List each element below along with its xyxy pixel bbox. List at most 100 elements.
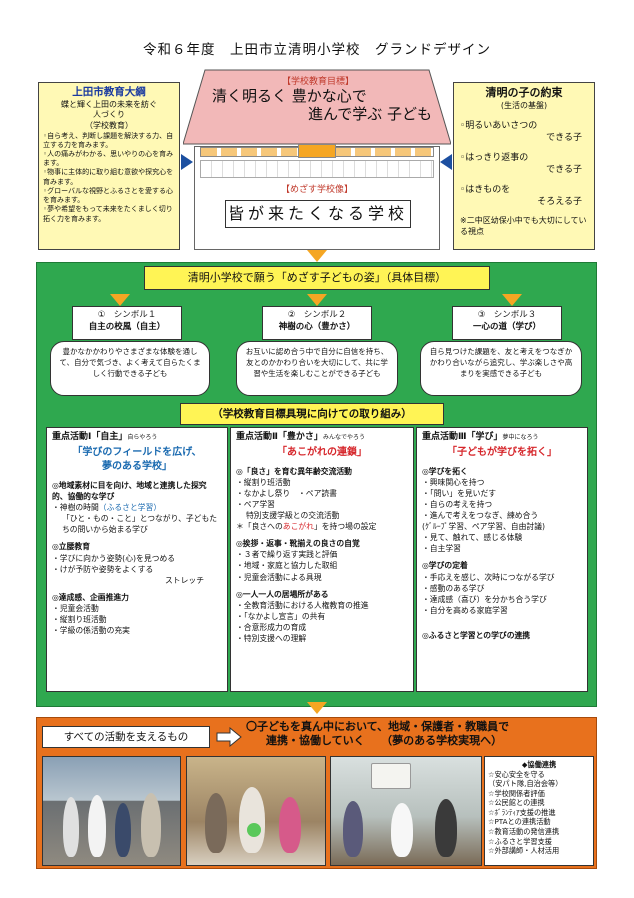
list-item: ☆教育活動の発信連携 xyxy=(488,827,560,837)
column-head: 重点活動Ⅱ「豊かさ」みんなでやろう xyxy=(236,432,365,442)
school-image-label: 【めざす学校像】 xyxy=(280,185,353,195)
goal-header: 清明小学校で願う「めざす子どもの姿」（具体目標） xyxy=(144,266,490,290)
column-slogan: 「あこがれの連鎖」 xyxy=(277,446,367,458)
list-item: ☆安心安全を守る xyxy=(488,769,545,779)
list-item: ・学びに向かう姿勢(心)を見つめる xyxy=(52,553,176,563)
symbol-2-box: ② シンボル２ 神樹の心（豊かさ） xyxy=(262,306,372,340)
effort-header: （学校教育目標具現に向けての取り組み） xyxy=(180,403,444,425)
symbol-number: ② シンボル２ xyxy=(287,310,347,320)
education-outline-box: 上田市教育大綱 蝶と輝く上田の未来を紡ぐ 人づくり （学校教育） ◦自ら考え、判… xyxy=(38,82,180,250)
school-goal: 【学校教育目標】 清く明るく 豊かな心で 進んで学ぶ 子ども xyxy=(198,74,438,144)
symbol-number: ③ シンボル３ xyxy=(477,310,537,320)
list-item: ・見て、触れて、感じる体験 xyxy=(422,533,523,543)
section-title: ◎学びを拓く xyxy=(422,466,468,476)
list-item: ・学級の係活動の充実 xyxy=(52,625,130,635)
list-item: ・縦割り班活動 xyxy=(236,478,291,488)
promise-item: ◦明るいあいさつの xyxy=(460,120,538,131)
list-item: ・全教育活動における人権教育の推進 xyxy=(236,600,369,610)
list-item: ・児童会活動による具現 xyxy=(236,572,322,582)
activity-column-2: 重点活動Ⅱ「豊かさ」みんなでやろう 「あこがれの連鎖」 ◎「良さ」を育む異年齢交… xyxy=(230,427,414,692)
list-item: ＊「良さへのあこがれ」を持つ場の設定 xyxy=(236,522,377,532)
symbol-2-description: お互いに認め合う中で自分に自信を持ち、友とのかかわり合いを大切にして、共に学習や… xyxy=(236,341,398,396)
outline-item: ◦夢や希望をもって未来をたくましく切り拓く力を育みます。 xyxy=(43,205,173,223)
list-item: ☆外部講師・人材活用 xyxy=(488,846,560,856)
section-title: ◎立腰教育 xyxy=(52,542,90,552)
window-row xyxy=(334,147,434,157)
list-item: ・「なかよし宣言」の共有 xyxy=(236,611,326,621)
symbol-name: 自主の校風（自主） xyxy=(88,322,166,333)
list-item: ☆ふるさと学習支援 xyxy=(488,836,552,846)
section-title: ◎一人一人の居場所がある xyxy=(236,589,329,599)
list-item: ・手応えを感じ、次時につながる学び xyxy=(422,572,555,582)
list-item: ☆PTAとの連携活動 xyxy=(488,817,551,827)
list-item: 特別支援学級との交流活動 xyxy=(246,511,340,521)
school-goal-line-1: 清く明るく 豊かな心で xyxy=(212,87,367,105)
symbol-1-box: ① シンボル１ 自主の校風（自主） xyxy=(72,306,182,340)
list-item: ・「問い」を見いだす xyxy=(422,489,497,499)
school-image-motto: 皆が来たくなる学校 xyxy=(225,200,411,228)
promise-item: できる子 xyxy=(546,165,582,176)
list-item: （安パト隊,自治会等） xyxy=(488,779,563,789)
promise-item: できる子 xyxy=(546,132,582,143)
section-title: ◎ふるさと学習との学びの連携 xyxy=(422,630,531,640)
list-item: ・達成感（喜び）を分かち合う学び xyxy=(422,594,547,604)
symbol-3-box: ③ シンボル３ 一心の道（学び） xyxy=(452,306,562,340)
outline-title: 上田市教育大綱 xyxy=(72,86,146,98)
outline-subtitle-1: 蝶と輝く上田の未来を紡ぐ xyxy=(61,99,157,109)
list-item: ☆ﾎﾞﾗﾝﾃｨｱ支援の推進 xyxy=(488,807,556,817)
section-title: ◎達成感、企画推進力 xyxy=(52,592,129,602)
list-item: ・神樹の時間（ふるさと学習） xyxy=(52,503,162,513)
outline-subtitle-3: （学校教育） xyxy=(85,120,133,130)
outline-item: ◦グローバルな視野とふるさとを愛する心を育みます。 xyxy=(43,186,174,205)
symbol-3-description: 自ら見つけた課題を、友と考えをつなぎかかわり合いながら追究し、学ぶ楽しさや高まり… xyxy=(420,341,582,396)
window-row xyxy=(200,147,300,157)
activity-photo-1 xyxy=(42,756,181,866)
section-title: ◎挨拶・返事・靴揃えの良さの自覚 xyxy=(236,539,360,549)
outline-subtitle-2: 人づくり xyxy=(93,110,125,120)
symbol-name: 一心の道（学び） xyxy=(472,322,541,333)
section-title: ◎学びの定着 xyxy=(422,561,468,571)
list-item: ・縦割り班活動 xyxy=(52,614,107,624)
arrow-down-icon xyxy=(307,294,327,306)
column-head: 重点活動Ⅰ「自主」自らやろう xyxy=(52,432,158,442)
list-item: ・なかよし祭り ・ペア読書 xyxy=(236,489,337,499)
list-item: ストレッチ xyxy=(165,575,204,585)
list-item: ・３者で繰り返す実践と評価 xyxy=(236,550,338,560)
arrow-down-icon xyxy=(110,294,130,306)
list-item: ・合意形成力の育成 xyxy=(236,622,307,632)
activity-photo-3 xyxy=(330,756,482,866)
promise-title: 清明の子の約束 xyxy=(485,86,563,99)
arrow-down-icon xyxy=(307,702,327,714)
outline-item: ◦自ら考え、判断し課題を解決する力、自立する力を育みます。 xyxy=(43,131,174,149)
list-item: ・児童会活動 xyxy=(52,603,99,613)
arrow-left-icon xyxy=(440,154,452,170)
section-title: ◎「良さ」を育む異年齢交流活動 xyxy=(236,466,352,476)
list-item: ☆公民館との連携 xyxy=(488,798,545,808)
outline-item: ◦物事に主体的に取り組む意欲や探究心を育みます。 xyxy=(43,168,174,186)
list-item: ・興味関心を持つ xyxy=(422,478,485,488)
arrow-right-icon xyxy=(181,154,193,170)
symbol-number: ① シンボル１ xyxy=(97,310,157,320)
column-slogan: 「学びのフィールドを広げ、夢のある学校」 xyxy=(72,446,202,472)
arrow-down-icon xyxy=(307,250,327,262)
list-item: ・地域・家庭と協力した取組 xyxy=(236,561,338,571)
column-head: 重点活動Ⅲ「学び」夢中になろう xyxy=(422,432,539,442)
list-item: ・ペア学習 xyxy=(236,500,275,510)
list-item: ・自分を高める家庭学習 xyxy=(422,605,508,615)
promise-note: ※二中区幼保小中でも大切にしている視点 xyxy=(460,216,587,237)
activity-photo-2 xyxy=(186,756,326,866)
school-goal-line-2: 進んで学ぶ 子ども xyxy=(307,105,432,123)
outline-item: ◦人の痛みがわかる、思いやりの心を育みます。 xyxy=(43,149,174,168)
cooperation-list: ◆協働連携 ☆安心安全を守る （安パト隊,自治会等） ☆学校関係者評価 ☆公民館… xyxy=(484,756,594,866)
student-promise-box: 清明の子の約束 (生活の基盤) ◦明るいあいさつの できる子 ◦はっきり返事の … xyxy=(453,82,595,250)
list-item: ・進んで考えをつなぎ、練め合う xyxy=(422,511,539,521)
window-row xyxy=(200,160,434,178)
arrow-down-icon xyxy=(502,294,522,306)
list-item: ・自主学習 xyxy=(422,544,461,554)
list-item: ・自らの考えを持つ xyxy=(422,500,493,510)
list-item: ☆学校関係者評価 xyxy=(488,788,545,798)
promise-item: ◦はっきり返事の xyxy=(460,152,529,163)
cooperation-title: ◆協働連携 xyxy=(521,760,557,769)
symbol-1-description: 豊かなかかわりやさまざまな体験を通して、自分で気づき、よく考えて自らたくましく行… xyxy=(50,341,210,396)
list-item: ・けが予防や姿勢をよくする xyxy=(52,564,154,574)
